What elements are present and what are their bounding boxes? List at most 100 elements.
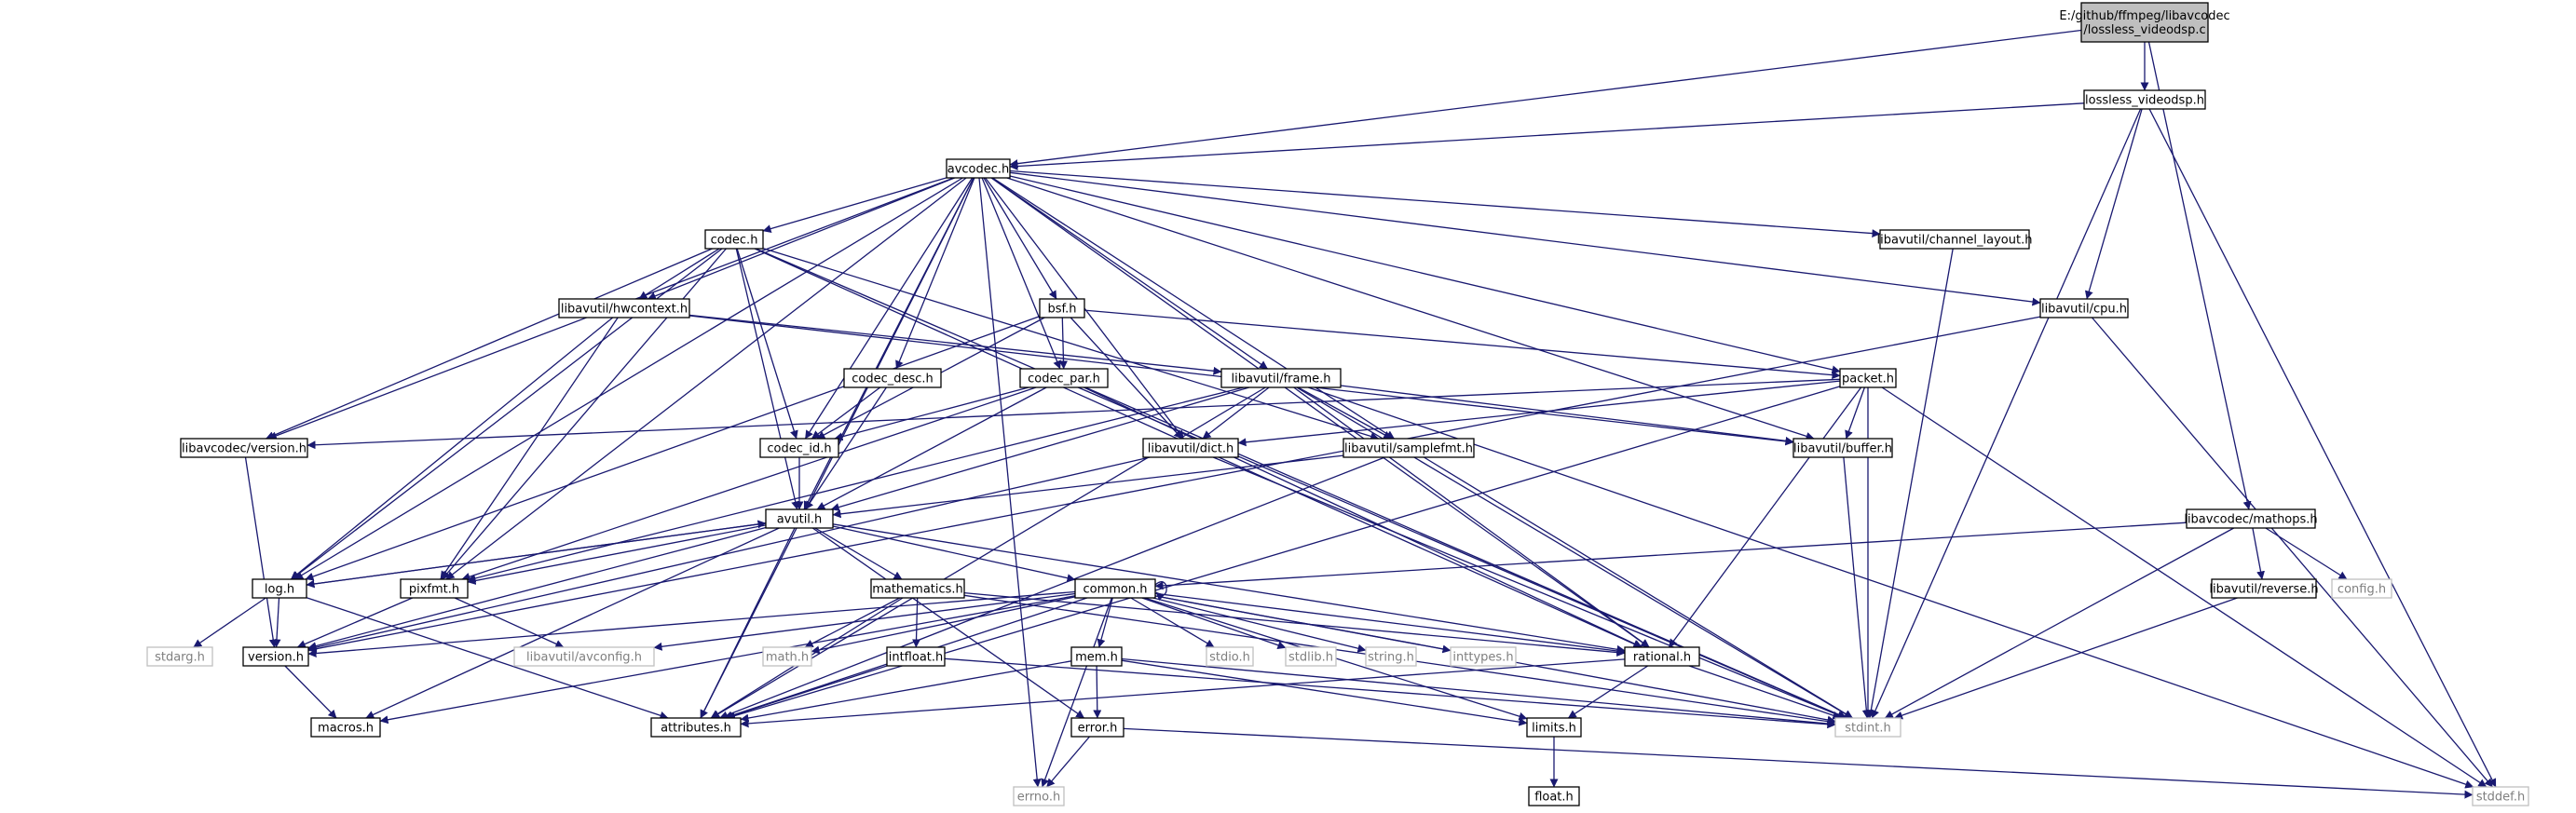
node-label: intfloat.h <box>889 651 944 665</box>
node-box <box>759 438 839 458</box>
edge-dict-to-version_u <box>307 456 1151 652</box>
node-box <box>242 646 309 667</box>
node-box <box>1343 438 1475 458</box>
node-libavcodec-mathops-h[interactable]: libavcodec/mathops.h <box>2184 508 2318 529</box>
node-label: bsf.h <box>1047 303 1076 317</box>
edge-avcodec-to-bsf <box>983 177 1057 300</box>
node-macros-h[interactable]: macros.h <box>310 717 381 738</box>
edge-common-to-mem <box>1097 597 1113 648</box>
node-pixfmt-h[interactable]: pixfmt.h <box>400 578 469 599</box>
node-label: mathematics.h <box>872 583 963 597</box>
edge-log-to-avutil <box>306 520 767 586</box>
node-label: stdarg.h <box>155 651 205 665</box>
node-version-h[interactable]: version.h <box>242 646 309 667</box>
node-libavcodec-version-h[interactable]: libavcodec/version.h <box>180 438 308 458</box>
node-error-h[interactable]: error.h <box>1070 717 1124 738</box>
node-bsf-h[interactable]: bsf.h <box>1039 298 1085 318</box>
edge-version_u-to-macros <box>284 665 337 719</box>
node-mem-h[interactable]: mem.h <box>1070 646 1123 667</box>
node-packet-h[interactable]: packet.h <box>1839 368 1897 388</box>
edge-avutil-to-macros <box>365 527 780 719</box>
edge-samplefmt-to-avutil <box>832 454 1344 519</box>
node-box <box>1039 298 1085 318</box>
node-float-h[interactable]: float.h <box>1528 786 1580 806</box>
edge-root-to-mathops <box>2147 41 2252 510</box>
node-box <box>1019 368 1109 388</box>
edge-mathematics-to-intfloat <box>912 597 921 648</box>
node-box <box>1879 229 2030 250</box>
node-avutil-h[interactable]: avutil.h <box>765 508 834 529</box>
node-box <box>843 368 942 388</box>
edge-packet-to-buffer <box>1845 386 1866 440</box>
node-libavutil-channel-layout-h[interactable]: libavutil/channel_layout.h <box>1877 229 2033 250</box>
node-box <box>886 646 946 667</box>
node-attributes-h[interactable]: attributes.h <box>650 717 742 738</box>
edge-avcodec-to-buffer <box>1006 177 1815 440</box>
node-stdint-h: stdint.h <box>1834 717 1901 738</box>
node-box <box>1365 646 1417 667</box>
node-box <box>2331 578 2392 599</box>
edge-mathops-to-stdint <box>1884 527 2235 719</box>
node-limits-h[interactable]: limits.h <box>1526 717 1582 738</box>
edge-mathops-to-common <box>1154 522 2188 590</box>
node-label: libavcodec/mathops.h <box>2184 513 2317 527</box>
node-libavutil-dict-h[interactable]: libavutil/dict.h <box>1142 438 1239 458</box>
edge-dict-to-stdint <box>1212 456 1847 719</box>
node-libavutil-reverse-h[interactable]: libavutil/reverse.h <box>2209 578 2319 599</box>
edge-common-to-version_u <box>307 590 1076 657</box>
node-box <box>2039 298 2129 318</box>
node-codec-h[interactable]: codec.h <box>704 229 764 250</box>
node-label: config.h <box>2337 583 2386 597</box>
node-libavutil-samplefmt-h[interactable]: libavutil/samplefmt.h <box>1343 438 1475 458</box>
edge-codec-to-version_c <box>266 248 713 440</box>
edge-avcodec-to-hwcontext <box>647 177 955 301</box>
node-box <box>513 646 655 667</box>
node-box <box>2186 508 2316 529</box>
node-box <box>1220 368 1342 388</box>
node-box <box>1450 646 1517 667</box>
node-common-h[interactable]: common.h <box>1074 578 1156 599</box>
edge-root-to-avcodec <box>1009 29 2082 169</box>
node-label: stddef.h <box>2476 791 2525 805</box>
edge-common-to-macros <box>379 595 1076 725</box>
node-box <box>946 158 1011 179</box>
node-libavutil-frame-h[interactable]: libavutil/frame.h <box>1220 368 1342 388</box>
edge-codecdesc-to-codecid <box>811 386 881 440</box>
node-avcodec-h[interactable]: avcodec.h <box>946 158 1011 179</box>
edge-lvdsp-to-stddef <box>2148 108 2497 788</box>
node-lossless-videodsp-h[interactable]: lossless_videodsp.h <box>2083 89 2206 110</box>
node-codec-id-h[interactable]: codec_id.h <box>759 438 839 458</box>
node-log-h[interactable]: log.h <box>252 578 307 599</box>
node-e-github-ffmpeg-libavcodec-lossless-videodsp-c[interactable]: E:/github/ffmpeg/libavcodec/lossless_vid… <box>2059 2 2230 43</box>
edge-avutil-to-version_u <box>307 526 767 650</box>
edge-common-to-stdio <box>1130 597 1215 648</box>
node-box <box>1013 786 1065 806</box>
node-label: packet.h <box>1842 373 1894 386</box>
node-label: codec_par.h <box>1028 373 1100 386</box>
node-libavutil-cpu-h[interactable]: libavutil/cpu.h <box>2039 298 2129 318</box>
node-libavutil-hwcontext-h[interactable]: libavutil/hwcontext.h <box>558 298 690 318</box>
node-box <box>1834 717 1901 738</box>
node-box <box>762 646 812 667</box>
node-box <box>1070 717 1124 738</box>
node-label: libavutil/hwcontext.h <box>561 303 688 317</box>
node-libavutil-buffer-h[interactable]: libavutil/buffer.h <box>1792 438 1893 458</box>
edge-avcodec-to-packet <box>1009 175 1841 374</box>
edge-frame-to-dict <box>1202 386 1270 440</box>
node-codec-desc-h[interactable]: codec_desc.h <box>843 368 942 388</box>
edge-codecpar-to-codecid <box>834 386 1029 441</box>
edge-error-to-stddef <box>1123 727 2474 799</box>
node-intfloat-h[interactable]: intfloat.h <box>886 646 946 667</box>
edge-mathops-to-reverse <box>2252 527 2265 580</box>
edge-frame-to-buffer <box>1340 385 1794 445</box>
edge-common-to-errno <box>1041 597 1112 788</box>
node-codec-par-h[interactable]: codec_par.h <box>1019 368 1109 388</box>
node-box <box>1074 578 1156 599</box>
edge-codec-to-hwcontext <box>638 248 720 300</box>
edge-samplefmt-to-stdint <box>1424 456 1853 719</box>
edge-avcodec-to-codecdesc <box>895 177 975 370</box>
node-box <box>1528 786 1580 806</box>
node-mathematics-h[interactable]: mathematics.h <box>870 578 965 599</box>
node-rational-h[interactable]: rational.h <box>1624 646 1700 667</box>
node-box <box>2080 2 2209 43</box>
